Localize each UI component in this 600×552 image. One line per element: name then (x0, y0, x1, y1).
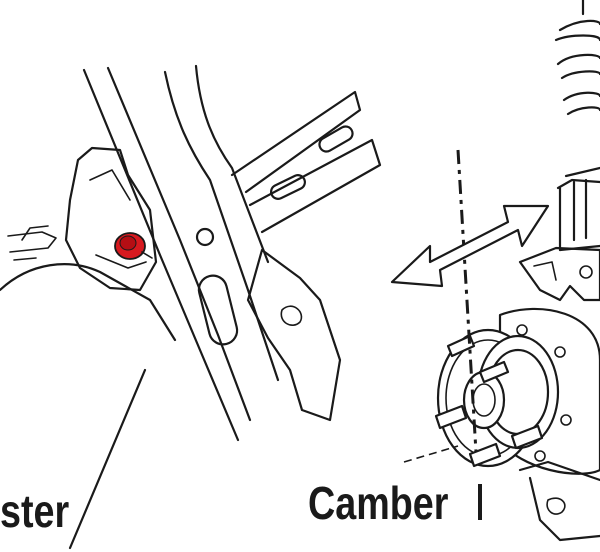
wheel-hub (434, 307, 600, 542)
strut-tower-panel (0, 64, 382, 550)
camber-adjust-arrow-icon (390, 204, 550, 288)
camber-axis-line (403, 149, 478, 463)
strut-body (518, 166, 600, 302)
camber-label: Camber (308, 477, 449, 529)
camber-label-marker (478, 484, 482, 520)
wheel-studs-icon (434, 334, 544, 468)
coil-spring (554, 0, 600, 116)
caster-label: ster (0, 485, 70, 537)
caster-adjust-bolt-icon (114, 232, 153, 260)
